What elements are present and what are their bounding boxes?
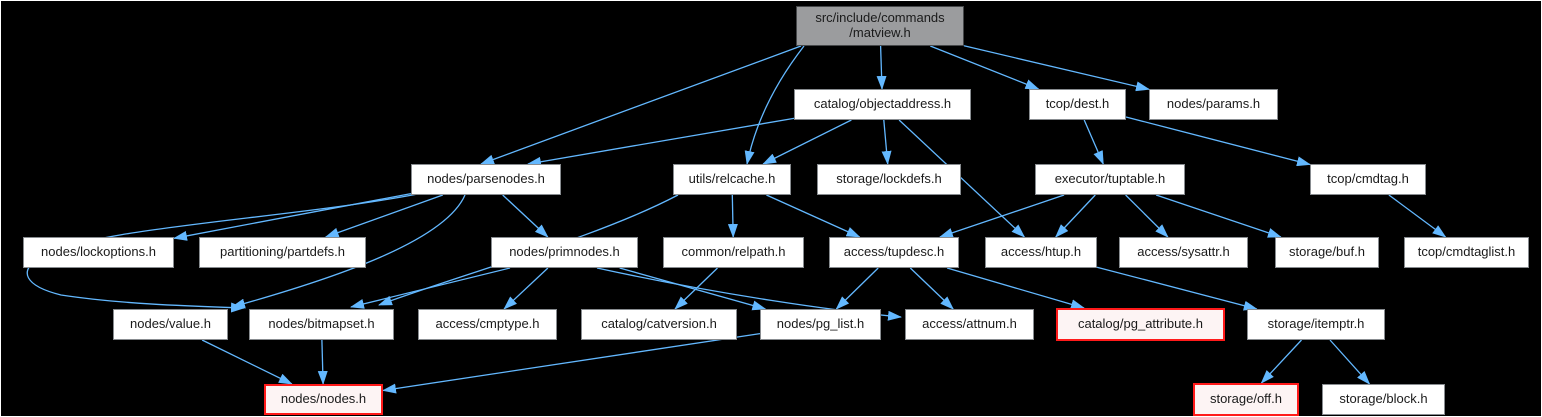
- node-lockdefs[interactable]: storage/lockdefs.h: [817, 164, 961, 195]
- node-cmdtag[interactable]: tcop/cmdtag.h: [1310, 164, 1426, 195]
- node-dest[interactable]: tcop/dest.h: [1029, 89, 1126, 120]
- edge-parsenodes-to-primnodes: [502, 194, 549, 238]
- edge-objectaddress-to-relcache: [762, 119, 852, 165]
- edge-parsenodes-to-lockoptions: [173, 192, 412, 241]
- node-value[interactable]: nodes/value.h: [113, 309, 228, 340]
- node-cmptype[interactable]: access/cmptype.h: [418, 309, 557, 340]
- edge-primnodes-to-bitmapset: [350, 267, 511, 309]
- edge-tuptable-to-htup: [1055, 194, 1096, 238]
- edge-pg_list-to-nodes: [382, 332, 761, 394]
- node-tuptable[interactable]: executor/tuptable.h: [1035, 164, 1185, 195]
- edge-relcache-to-relpath: [727, 194, 738, 238]
- node-partdefs[interactable]: partitioning/partdefs.h: [199, 237, 366, 268]
- node-parsenodes[interactable]: nodes/parsenodes.h: [411, 164, 561, 195]
- node-tupdesc[interactable]: access/tupdesc.h: [829, 237, 959, 268]
- edge-matview-to-objectaddress: [876, 45, 887, 90]
- edge-cmdtag-to-cmdtaglist: [1388, 194, 1447, 238]
- node-catversion[interactable]: catalog/catversion.h: [581, 309, 737, 340]
- edge-objectaddress-to-htup: [898, 119, 1026, 238]
- edge-relpath-to-catversion: [674, 267, 718, 310]
- node-lockoptions[interactable]: nodes/lockoptions.h: [23, 237, 174, 268]
- node-objectaddress[interactable]: catalog/objectaddress.h: [794, 89, 971, 120]
- edge-objectaddress-to-parsenodes: [527, 117, 797, 167]
- node-relpath[interactable]: common/relpath.h: [663, 237, 804, 268]
- edge-itemptr-to-block: [1329, 339, 1371, 385]
- edge-parsenodes-to-value: [231, 194, 466, 309]
- edge-itemptr-to-off: [1260, 339, 1302, 384]
- node-params[interactable]: nodes/params.h: [1149, 89, 1278, 120]
- node-cmdtaglist[interactable]: tcop/cmdtaglist.h: [1404, 237, 1529, 268]
- edge-primnodes-to-cmptype: [503, 267, 549, 310]
- node-bitmapset[interactable]: nodes/bitmapset.h: [249, 309, 394, 340]
- edge-matview-to-relcache: [744, 45, 805, 165]
- node-off[interactable]: storage/off.h: [1193, 383, 1299, 416]
- node-pg_list[interactable]: nodes/pg_list.h: [760, 309, 881, 340]
- edge-parsenodes-to-partdefs: [324, 194, 444, 238]
- node-pg_attribute[interactable]: catalog/pg_attribute.h: [1056, 308, 1225, 341]
- node-nodes[interactable]: nodes/nodes.h: [264, 384, 383, 415]
- node-itemptr[interactable]: storage/itemptr.h: [1247, 309, 1385, 340]
- edge-tuptable-to-sysattr: [1125, 194, 1169, 238]
- node-primnodes[interactable]: nodes/primnodes.h: [491, 237, 638, 268]
- edge-dest-to-tuptable: [1083, 119, 1104, 165]
- node-attnum[interactable]: access/attnum.h: [905, 309, 1034, 340]
- edge-tuptable-to-tupdesc: [938, 194, 1065, 238]
- edge-matview-to-parsenodes: [480, 45, 802, 165]
- node-buf[interactable]: storage/buf.h: [1275, 237, 1379, 268]
- edge-matview-to-dest: [930, 45, 1040, 90]
- node-htup[interactable]: access/htup.h: [985, 237, 1097, 268]
- node-sysattr[interactable]: access/sysattr.h: [1119, 237, 1248, 268]
- edge-tuptable-to-buf: [1155, 194, 1282, 238]
- edge-matview-to-params: [963, 45, 1150, 92]
- edge-value-to-nodes: [201, 339, 293, 385]
- edge-htup-to-itemptr: [1096, 266, 1258, 311]
- node-block[interactable]: storage/block.h: [1322, 384, 1445, 415]
- edge-dest-to-cmdtag: [1125, 116, 1311, 167]
- edge-bitmapset-to-nodes: [317, 339, 328, 385]
- edge-relcache-to-tupdesc: [766, 194, 861, 238]
- edge-tupdesc-to-pg_attribute: [946, 267, 1085, 310]
- node-matview[interactable]: src/include/commands /matview.h: [796, 6, 964, 46]
- edge-tupdesc-to-attnum: [909, 267, 954, 310]
- node-relcache[interactable]: utils/relcache.h: [673, 164, 791, 195]
- edge-tupdesc-to-pg_list: [835, 267, 879, 310]
- edge-primnodes-to-pg_list: [619, 267, 767, 311]
- edge-objectaddress-to-lockdefs: [881, 119, 892, 165]
